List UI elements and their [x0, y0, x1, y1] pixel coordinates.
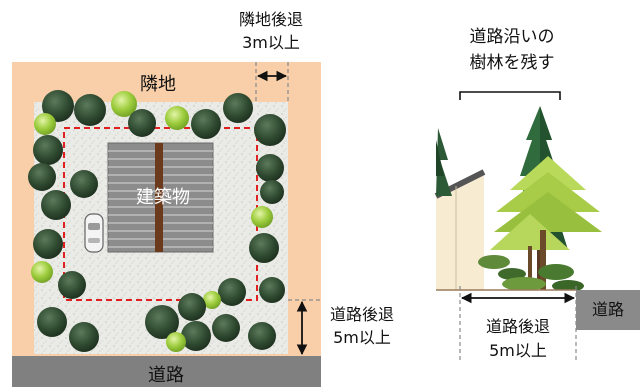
tree-light-icon [34, 113, 56, 135]
tree-dark-icon [128, 109, 156, 137]
road-label: 道路 [148, 365, 184, 386]
building-label: 建築物 [136, 187, 190, 208]
building [107, 142, 214, 253]
car-icon [84, 213, 104, 253]
trees-bracket [459, 91, 561, 100]
tree-dark-icon [260, 180, 284, 204]
section-road-label: 道路 [592, 300, 624, 319]
tree-light-icon [203, 291, 221, 309]
road-setback-label-line1: 道路後退 [330, 305, 394, 324]
tree-light-icon [111, 91, 137, 117]
plan-trees [28, 90, 286, 352]
road-strip [12, 356, 321, 387]
site-plan: 隣地 建築物 道路 隣地後退 3m以上 道路後退 5m以上 [12, 10, 394, 387]
tree-dark-icon [212, 314, 240, 342]
section-setback-label-line2: 5m以上 [489, 341, 547, 360]
tree-dark-icon [218, 278, 246, 306]
tree-dark-icon [145, 305, 179, 339]
tree-light-icon [165, 106, 189, 130]
tree-dark-icon [191, 109, 221, 139]
tree-dark-icon [33, 135, 63, 165]
tree-dark-icon [74, 94, 106, 126]
tree-dark-icon [69, 322, 99, 352]
tree-dark-icon [178, 293, 206, 321]
pine-tree-icon [490, 156, 602, 290]
road-setback-label-line2: 5m以上 [333, 328, 391, 347]
tree-light-icon [31, 261, 53, 283]
tree-light-icon [166, 332, 186, 352]
tree-dark-icon [254, 114, 286, 146]
tree-dark-icon [259, 277, 285, 303]
trees-caption-line2: 樹林を残す [470, 53, 555, 73]
trees-caption-line1: 道路沿いの [470, 27, 555, 47]
tree-dark-icon [181, 321, 211, 351]
tree-dark-icon [223, 93, 253, 123]
tree-dark-icon [70, 170, 98, 198]
tree-dark-icon [37, 307, 67, 337]
tree-dark-icon [256, 154, 284, 182]
tree-dark-icon [28, 163, 56, 191]
neighbor-label: 隣地 [140, 74, 176, 95]
section-ground [436, 290, 576, 387]
tree-dark-icon [249, 233, 279, 263]
tree-dark-icon [33, 229, 63, 259]
section-view: 道路沿いの 樹林を残す 道路 道路後退 5m以上 [434, 27, 640, 387]
neighbor-setback-label-line2: 3m以上 [242, 33, 300, 52]
tree-dark-icon [248, 322, 276, 350]
tree-dark-icon [58, 271, 86, 299]
shrub-icon [478, 255, 584, 292]
neighbor-setback-label-line1: 隣地後退 [239, 10, 303, 29]
tree-dark-icon [41, 190, 71, 220]
tree-light-icon [251, 206, 273, 228]
conifer-tree-icon [436, 128, 452, 196]
tree-dark-icon [42, 90, 74, 122]
section-setback-label-line1: 道路後退 [486, 317, 550, 336]
section-road [576, 290, 640, 330]
